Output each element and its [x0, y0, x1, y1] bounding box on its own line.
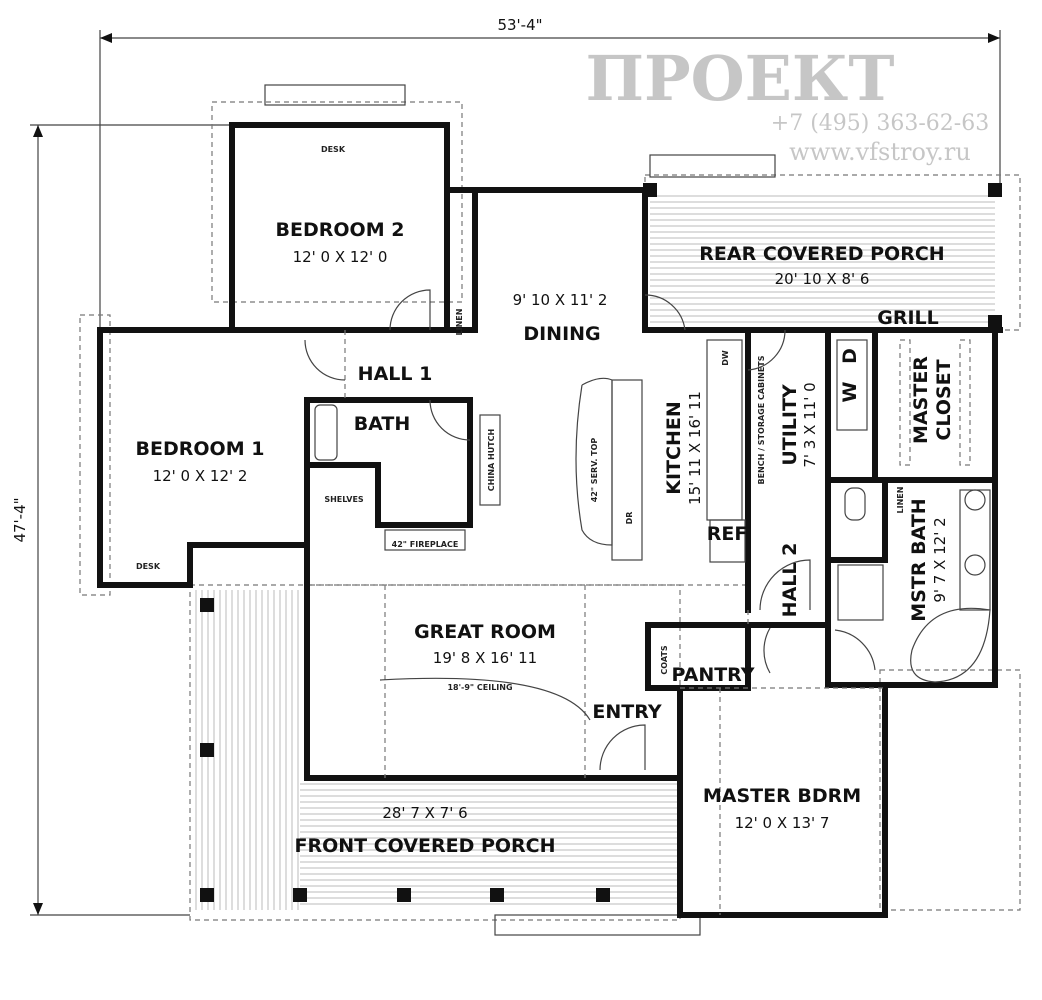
front-porch-size: 28' 7 X 7' 6 — [382, 804, 467, 822]
bedroom2-desk: DESK — [321, 145, 346, 154]
range-label: DR — [625, 512, 634, 525]
bedroom2-name: BEDROOM 2 — [276, 219, 405, 241]
bath-name: BATH — [354, 413, 411, 435]
kitchen-name: KITCHEN — [663, 401, 685, 494]
hall2-name: HALL 2 — [779, 543, 801, 618]
bench-storage-label: BENCH / STORAGE CABINETS — [757, 355, 766, 484]
master-bath-name: MSTR BATH — [908, 498, 930, 621]
watermark-url: www.vfstroy.ru — [789, 138, 971, 166]
dimension-lines — [30, 30, 1001, 916]
walls — [97, 122, 1003, 918]
china-hutch-label: CHINA HUTCH — [487, 429, 496, 491]
master-linen-label: LINEN — [896, 487, 905, 514]
master-closet-name2: CLOSET — [933, 359, 955, 440]
dining-name: DINING — [523, 323, 600, 345]
serv-top-label: 42" SERV. TOP — [590, 438, 599, 503]
interior-dashed-openings — [310, 330, 885, 915]
washer-label: W — [839, 381, 861, 402]
utility-size: 7' 3 X 11' 0 — [801, 382, 819, 467]
dishwasher-label: DW — [721, 350, 730, 366]
kitchen-size: 15' 11 X 16' 11 — [686, 391, 704, 505]
utility-name: UTILITY — [779, 384, 801, 466]
dining-size: 9' 10 X 11' 2 — [513, 291, 608, 309]
depth-dimension: 47'-4" — [11, 497, 29, 542]
master-closet-name: MASTER — [910, 356, 932, 444]
fireplace-label: 42" FIREPLACE — [392, 540, 459, 549]
door-swings — [304, 289, 876, 771]
bedroom2-size: 12' 0 X 12' 0 — [293, 248, 388, 266]
rear-porch-decking — [650, 195, 995, 323]
linen1-label: LINEN — [455, 309, 464, 336]
master-bdrm-size: 12' 0 X 13' 7 — [735, 814, 830, 832]
hall1-name: HALL 1 — [358, 363, 433, 385]
porch-posts — [200, 183, 1002, 902]
rear-porch-name: REAR COVERED PORCH — [699, 243, 944, 265]
bedroom1-name: BEDROOM 1 — [136, 438, 265, 460]
bedroom1-desk: DESK — [136, 562, 161, 571]
pantry-label: PANTRY — [671, 664, 754, 686]
ceiling-leader — [379, 677, 591, 721]
watermark-phone: +7 (495) 363-62-63 — [771, 111, 989, 136]
watermark: ПРОЕКТ +7 (495) 363-62-63 www.vfstroy.ru — [586, 42, 990, 166]
master-bdrm-name: MASTER BDRM — [703, 785, 861, 807]
room-labels: DESK BEDROOM 2 12' 0 X 12' 0 BEDROOM 1 1… — [136, 145, 955, 857]
width-dimension: 53'-4" — [497, 16, 542, 34]
bedroom1-size: 12' 0 X 12' 2 — [153, 467, 248, 485]
great-room-name: GREAT ROOM — [414, 621, 556, 643]
front-porch-decking — [195, 590, 678, 910]
shelves-label: SHELVES — [324, 495, 364, 504]
ref-label: REF — [707, 523, 748, 545]
great-room-ceiling: 18'-9" CEILING — [447, 683, 512, 692]
great-room-size: 19' 8 X 16' 11 — [433, 649, 537, 667]
grill-label: GRILL — [877, 307, 939, 329]
master-bath-size: 9' 7 X 12' 2 — [931, 517, 949, 602]
front-porch-name: FRONT COVERED PORCH — [294, 835, 555, 857]
watermark-brand: ПРОЕКТ — [586, 42, 895, 115]
entry-label: ENTRY — [592, 701, 661, 723]
rear-porch-size: 20' 10 X 8' 6 — [775, 270, 870, 288]
dryer-label: D — [839, 348, 861, 364]
coats-label: COATS — [660, 645, 669, 674]
fixtures — [314, 339, 991, 683]
